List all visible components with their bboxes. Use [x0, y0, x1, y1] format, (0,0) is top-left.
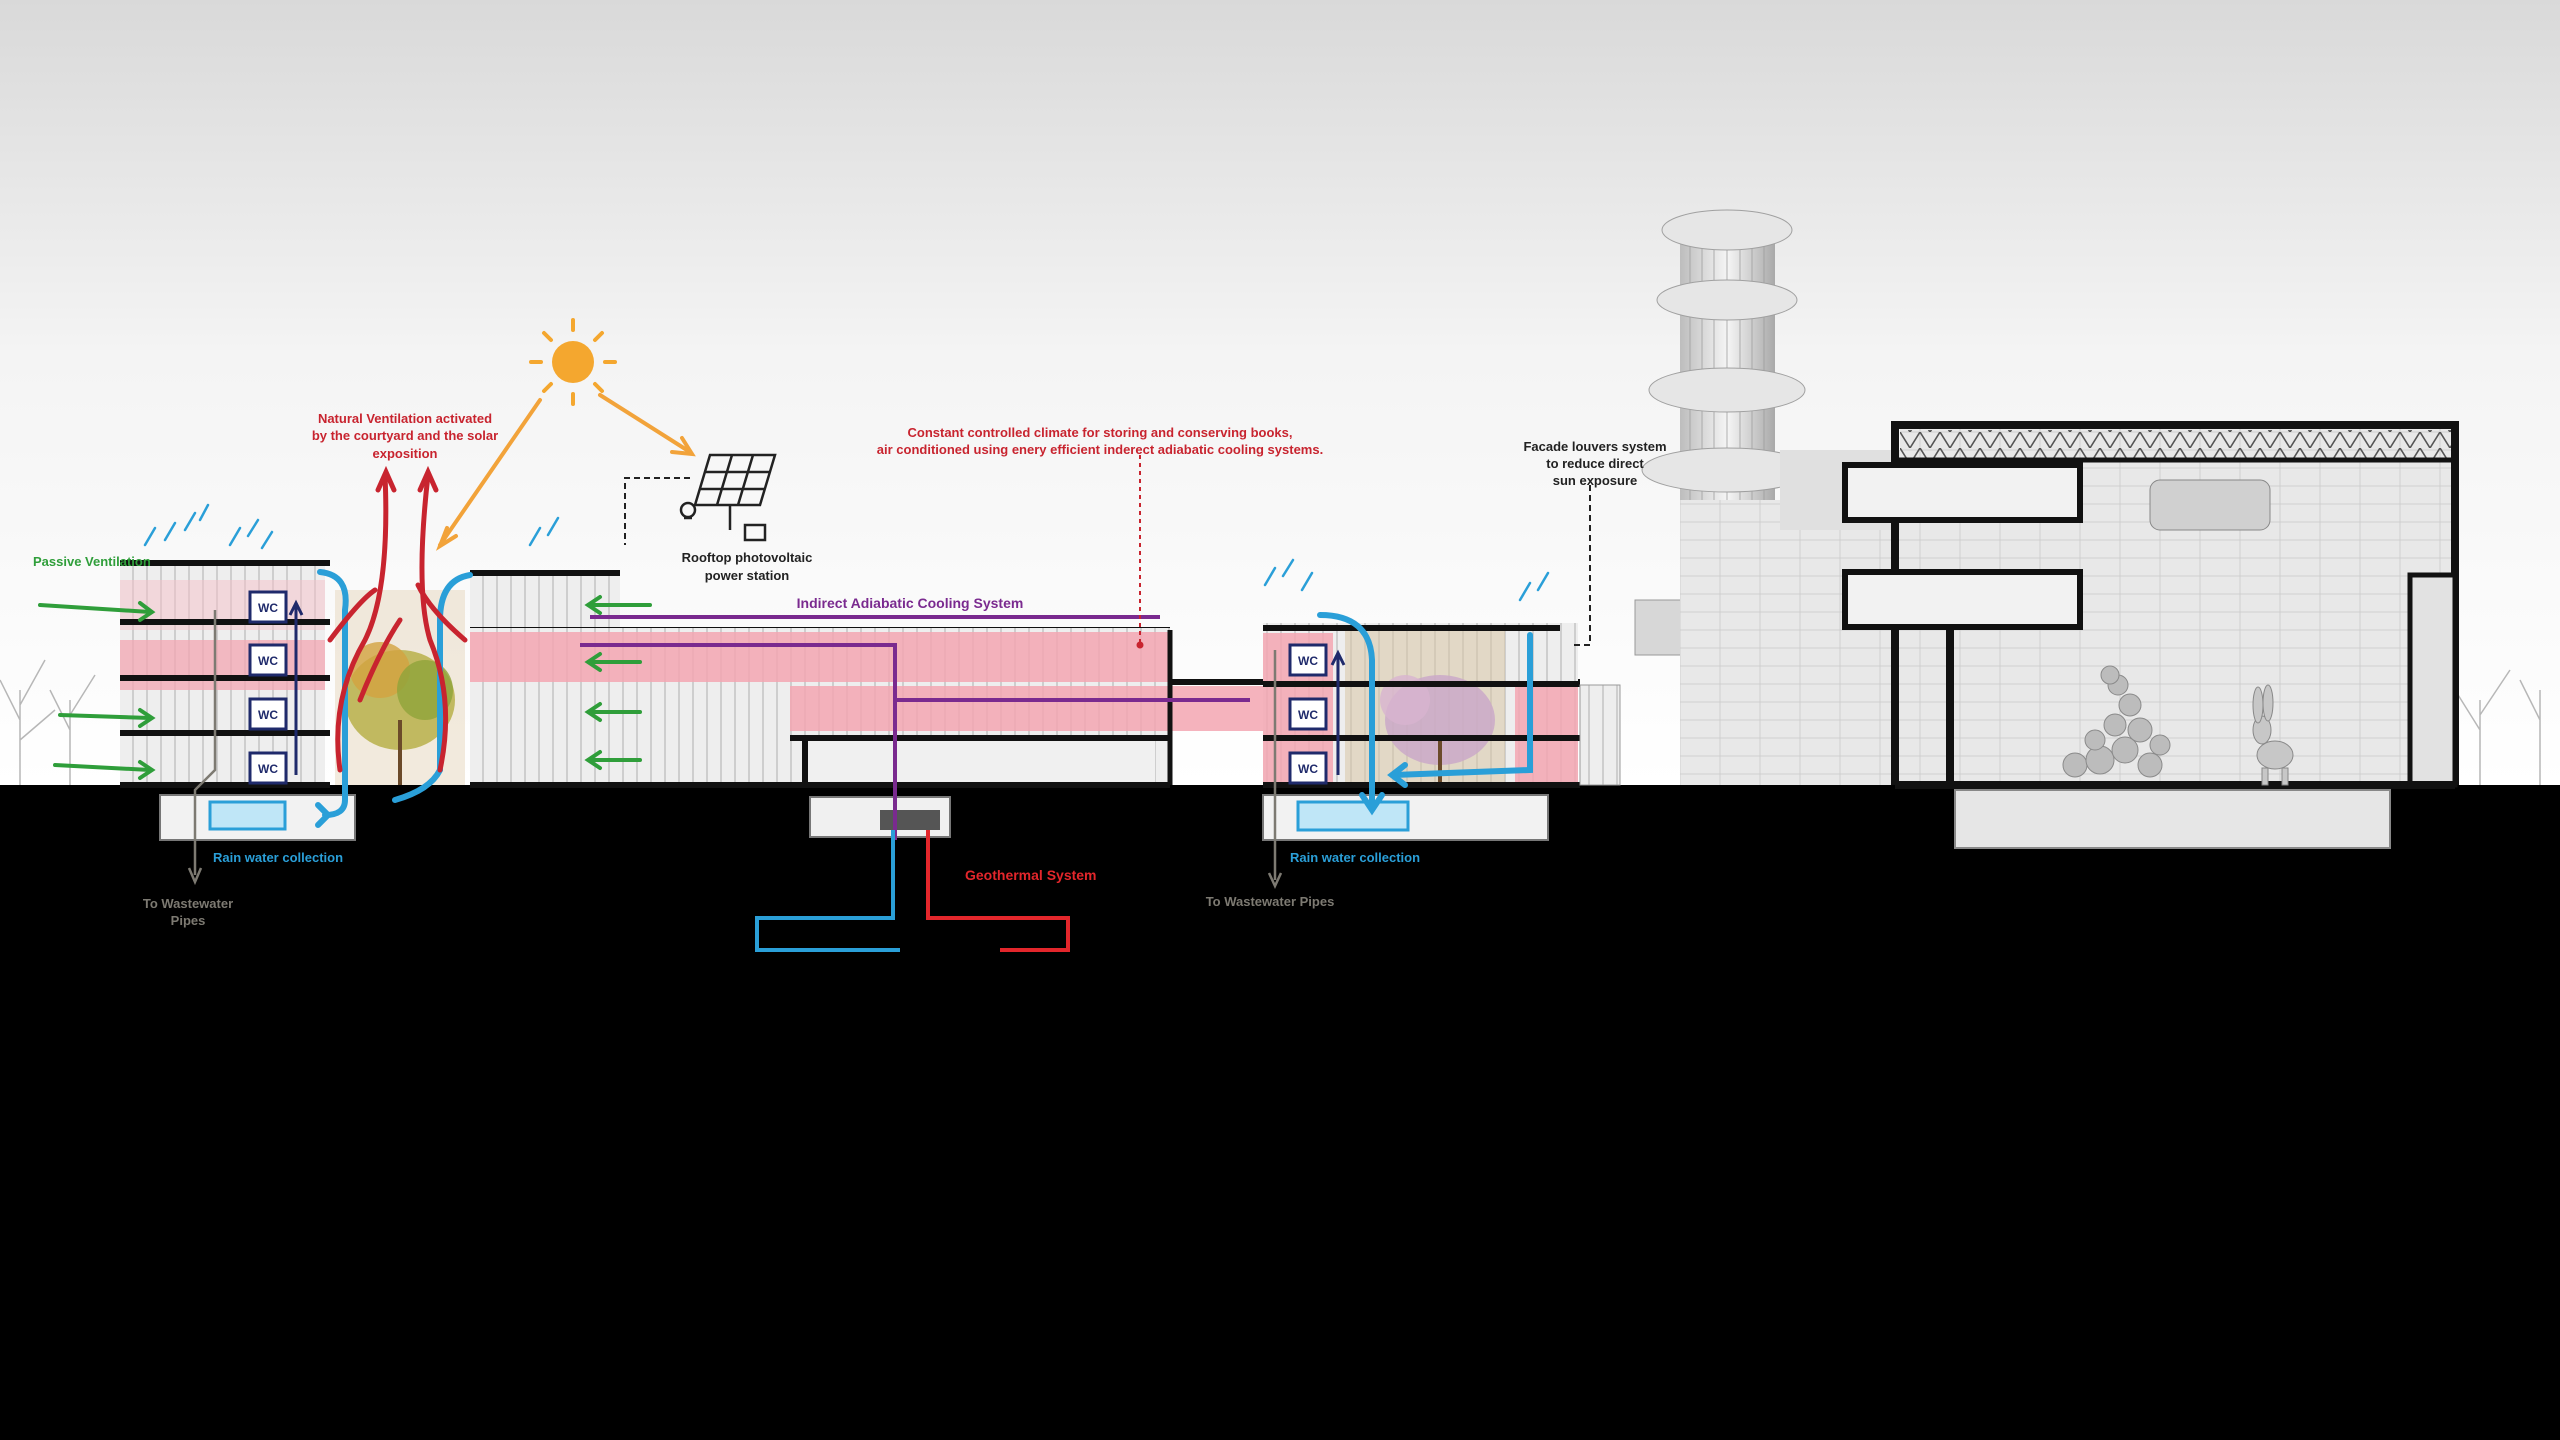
solar-rays [435, 393, 696, 551]
middle-building [470, 628, 1290, 838]
wastewater-left-label: To Wastewater Pipes [143, 896, 233, 928]
wc-box [1288, 643, 1328, 677]
rain-icon [143, 503, 1550, 602]
svg-text:Natural Ventilation activated: Natural Ventilation activated [318, 411, 492, 426]
ground [0, 785, 2560, 1440]
svg-text:Facade louvers system: Facade louvers system [1523, 439, 1666, 454]
geothermal-label: Geothermal System [965, 867, 1097, 883]
cooling-system-line [580, 615, 1250, 840]
sculpture-icon [2062, 665, 2171, 778]
svg-text:to reduce direct: to reduce direct [1546, 456, 1644, 471]
wc-label: WC [258, 654, 278, 668]
right-complex [1634, 209, 2459, 849]
right-middle-building: WC WC WC [1262, 623, 1621, 889]
tree-icon [1380, 675, 1495, 785]
gallery-basement [1954, 789, 2391, 849]
wc-box [248, 751, 288, 785]
svg-text:power station: power station [705, 568, 790, 583]
svg-text:air conditioned using enery ef: air conditioned using enery efficient in… [877, 442, 1323, 457]
facade-louvers-label: Facade louvers system to reduce direct s… [1523, 439, 1666, 488]
wastewater-pipe-left [193, 610, 217, 875]
wc-stack-right: WC WC WC [1288, 643, 1346, 785]
rain-tank-right [1296, 800, 1410, 832]
natural-ventilation-arrows [327, 465, 468, 773]
wc-box [248, 643, 288, 677]
rain-flow-arrows [315, 569, 1533, 828]
wc-box [1288, 697, 1328, 731]
svg-text:by the courtyard and the solar: by the courtyard and the solar [312, 428, 498, 443]
svg-text:Constant controlled climate fo: Constant controlled climate for storing … [908, 425, 1293, 440]
wc-label: WC [258, 708, 278, 722]
natural-ventilation-label: Natural Ventilation activated by the cou… [312, 411, 498, 461]
geothermal-loop [755, 830, 1070, 952]
rain-tank-left [208, 800, 287, 831]
svg-text:To Wastewater: To Wastewater [143, 896, 233, 911]
sculpture-icon [2252, 684, 2294, 786]
svg-text:sun exposure: sun exposure [1553, 473, 1638, 488]
rooftop-pv-label: Rooftop photovoltaic power station [682, 550, 813, 583]
sun-icon [529, 318, 617, 406]
solar-panel-icon [679, 453, 777, 542]
pv-leader [624, 477, 690, 545]
climate-zone-pink [470, 632, 1170, 682]
louvers-leader [1570, 485, 1591, 646]
wc-box [248, 697, 288, 731]
wc-label: WC [1298, 654, 1318, 668]
passive-ventilation-label: Passive Ventilation [33, 554, 151, 569]
wc-label: WC [258, 762, 278, 776]
wc-label: WC [1298, 762, 1318, 776]
passive-ventilation-arrows [38, 595, 652, 780]
wc-label: WC [1298, 708, 1318, 722]
rain-collection-right-label: Rain water collection [1290, 850, 1420, 865]
wastewater-right-label: To Wastewater Pipes [1206, 894, 1335, 909]
climate-control-label: Constant controlled climate for storing … [877, 425, 1323, 457]
svg-text:Pipes: Pipes [171, 913, 206, 928]
svg-text:exposition: exposition [372, 446, 437, 461]
wc-label: WC [258, 601, 278, 615]
wc-stack-left: WC WC WC WC [248, 590, 304, 785]
rain-collection-left-label: Rain water collection [213, 850, 343, 865]
svg-text:Rooftop photovoltaic: Rooftop photovoltaic [682, 550, 813, 565]
wc-box [1288, 751, 1328, 785]
indirect-cooling-label: Indirect Adiabatic Cooling System [797, 595, 1024, 611]
wc-box [248, 590, 288, 624]
